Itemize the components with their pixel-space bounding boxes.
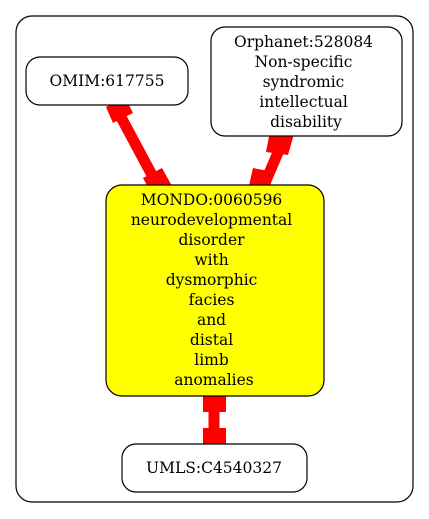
- node-mondo-line: MONDO:0060596: [141, 191, 283, 209]
- node-mondo-line: limb: [194, 351, 229, 369]
- node-omim-box: [25, 56, 189, 106]
- node-mondo-line: distal: [190, 331, 233, 349]
- svg-text:UMLS:C4540327: UMLS:C4540327: [146, 459, 282, 477]
- node-orphanet-line: Orphanet:528084: [234, 33, 373, 51]
- node-mondo-line: facies: [189, 291, 235, 309]
- node-orphanet-line: syndromic: [263, 73, 345, 91]
- node-umls-box: [121, 443, 308, 493]
- node-mondo-line: with: [194, 251, 228, 269]
- svg-text:OMIM:617755: OMIM:617755: [50, 72, 165, 90]
- node-mondo-box: [105, 184, 325, 397]
- node-omim-line: OMIM:617755: [50, 72, 165, 90]
- node-mondo-line: dysmorphic: [166, 271, 258, 289]
- node-orphanet-box: [210, 26, 403, 137]
- node-orphanet-line: Non-specific: [255, 53, 353, 71]
- node-omim[interactable]: OMIM:617755: [25, 56, 189, 106]
- svg-text:Orphanet:528084 Non-spec: Orphanet:528084 Non-specific syndromic i…: [234, 33, 378, 131]
- node-mondo-line: and: [197, 311, 226, 329]
- node-mondo-line: neurodevelopmental: [131, 211, 292, 229]
- node-orphanet-line: intellectual: [259, 93, 348, 111]
- node-mondo-line: anomalies: [174, 371, 254, 389]
- node-orphanet-line: disability: [270, 113, 342, 131]
- node-umls[interactable]: UMLS:C4540327: [121, 443, 308, 493]
- node-orphanet[interactable]: Orphanet:528084 Non-specific syndromic i…: [210, 26, 403, 137]
- node-mondo-line: disorder: [178, 231, 245, 249]
- node-mondo[interactable]: MONDO:0060596 neurodevelopmental disorde…: [105, 184, 325, 397]
- svg-text:MONDO:0060596 neurodevel: MONDO:0060596 neurodevelopmental disorde…: [131, 191, 297, 389]
- node-umls-line: UMLS:C4540327: [146, 459, 282, 477]
